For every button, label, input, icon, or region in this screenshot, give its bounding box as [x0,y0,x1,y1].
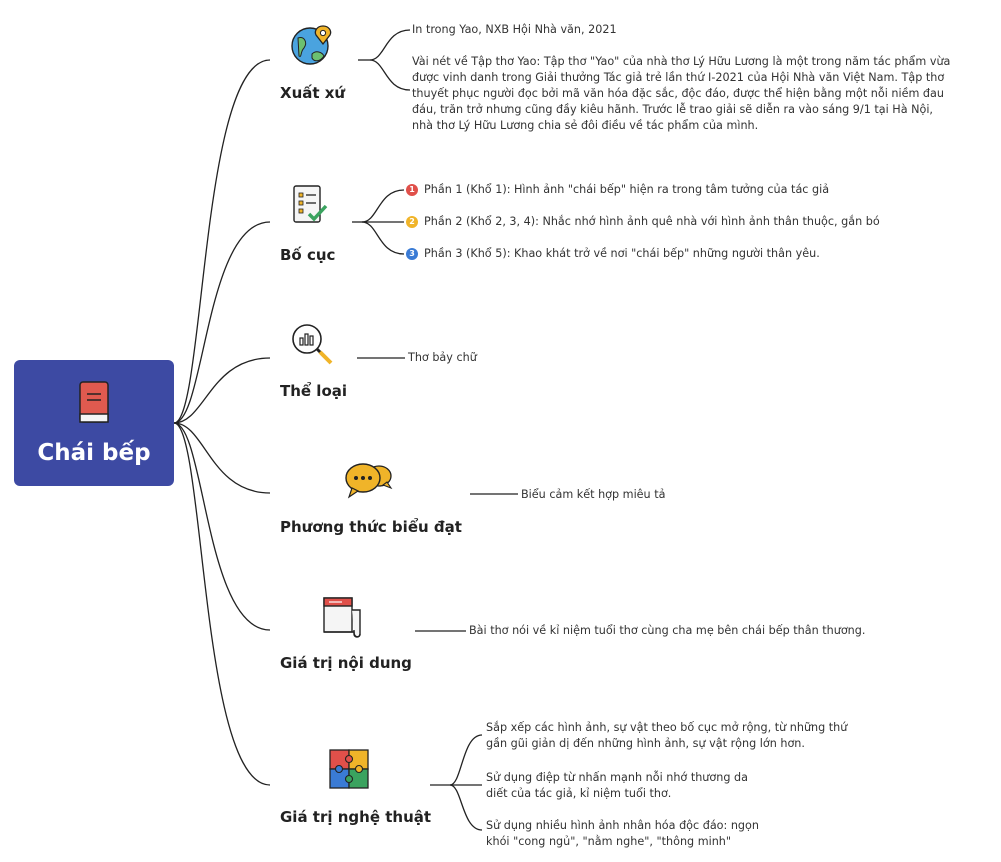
leaf-phuong-thuc-1: Biểu cảm kết hợp miêu tả [521,488,666,501]
leaf-nghe-thuat-3: Sử dụng nhiều hình ảnh nhân hóa độc đáo:… [486,819,759,848]
puzzle-icon [329,749,369,789]
root-node[interactable]: Chái bếp [14,360,174,486]
root-title: Chái bếp [37,440,151,466]
leaf-bo-cuc-3-text: Phần 3 (Khổ 5): Khao khát trở về nơi "ch… [424,247,820,260]
link-gia-tri-noi-dung [173,422,271,631]
leaf-bo-cuc-1: 1 Phần 1 (Khổ 1): Hình ảnh "chái bếp" hiệ… [406,182,829,198]
branch-title-gia-tri-noi-dung[interactable]: Giá trị nội dung [280,654,412,672]
branch-title-phuong-thuc-bieu-dat[interactable]: Phương thức biểu đạt [280,518,462,536]
leaf-bo-cuc-3: 3 Phần 3 (Khổ 5): Khao khát trở về nơi "c… [406,246,820,262]
leaf-xuat-xu-1: In trong Yao, NXB Hội Nhà văn, 2021 [412,23,617,36]
leaf-nghe-thuat-1: Sắp xếp các hình ảnh, sự vật theo bố cục… [486,721,848,750]
link-phuong-thuc [173,422,271,494]
leaf-xuat-xu-2: Vài nét về Tập thơ Yao: Tập thơ "Yao" củ… [412,55,951,132]
book-icon [79,381,109,423]
branch-title-bo-cuc[interactable]: Bố cục [280,246,336,264]
leaf-nghe-thuat-2: Sử dụng điệp từ nhấn mạnh nỗi nhớ thương… [486,771,748,800]
branch-title-the-loai[interactable]: Thể loại [280,382,348,400]
scroll-icon [323,597,361,638]
leaf-the-loai-1: Thơ bảy chữ [408,351,477,364]
number-badge-2: 2 [406,216,418,228]
branch-title-gia-tri-nghe-thuat[interactable]: Giá trị nghệ thuật [280,808,432,826]
leaf-gia-tri-noi-dung-1: Bài thơ nói về kỉ niệm tuổi thơ cùng cha… [469,624,866,637]
link-the-loai [173,357,271,424]
chat-bubbles-icon [345,463,393,499]
globe-pin-icon [291,25,332,65]
leaf-bo-cuc-2: 2 Phần 2 (Khổ 2, 3, 4): Nhắc nhớ hình ảnh… [406,214,880,230]
link-gia-tri-nghe-thuat [173,422,271,786]
branch-title-xuat-xu[interactable]: Xuất xứ [280,84,346,102]
magnifier-chart-icon [292,324,333,365]
leaf-bo-cuc-1-text: Phần 1 (Khổ 1): Hình ảnh "chái bếp" hiện… [424,183,830,196]
number-badge-3: 3 [406,248,418,260]
link-bo-cuc [173,221,271,424]
checklist-icon [293,185,328,223]
number-badge-1: 1 [406,184,418,196]
link-xuat-xu [173,59,271,424]
leaf-bo-cuc-2-text: Phần 2 (Khổ 2, 3, 4): Nhắc nhớ hình ảnh … [424,215,880,228]
